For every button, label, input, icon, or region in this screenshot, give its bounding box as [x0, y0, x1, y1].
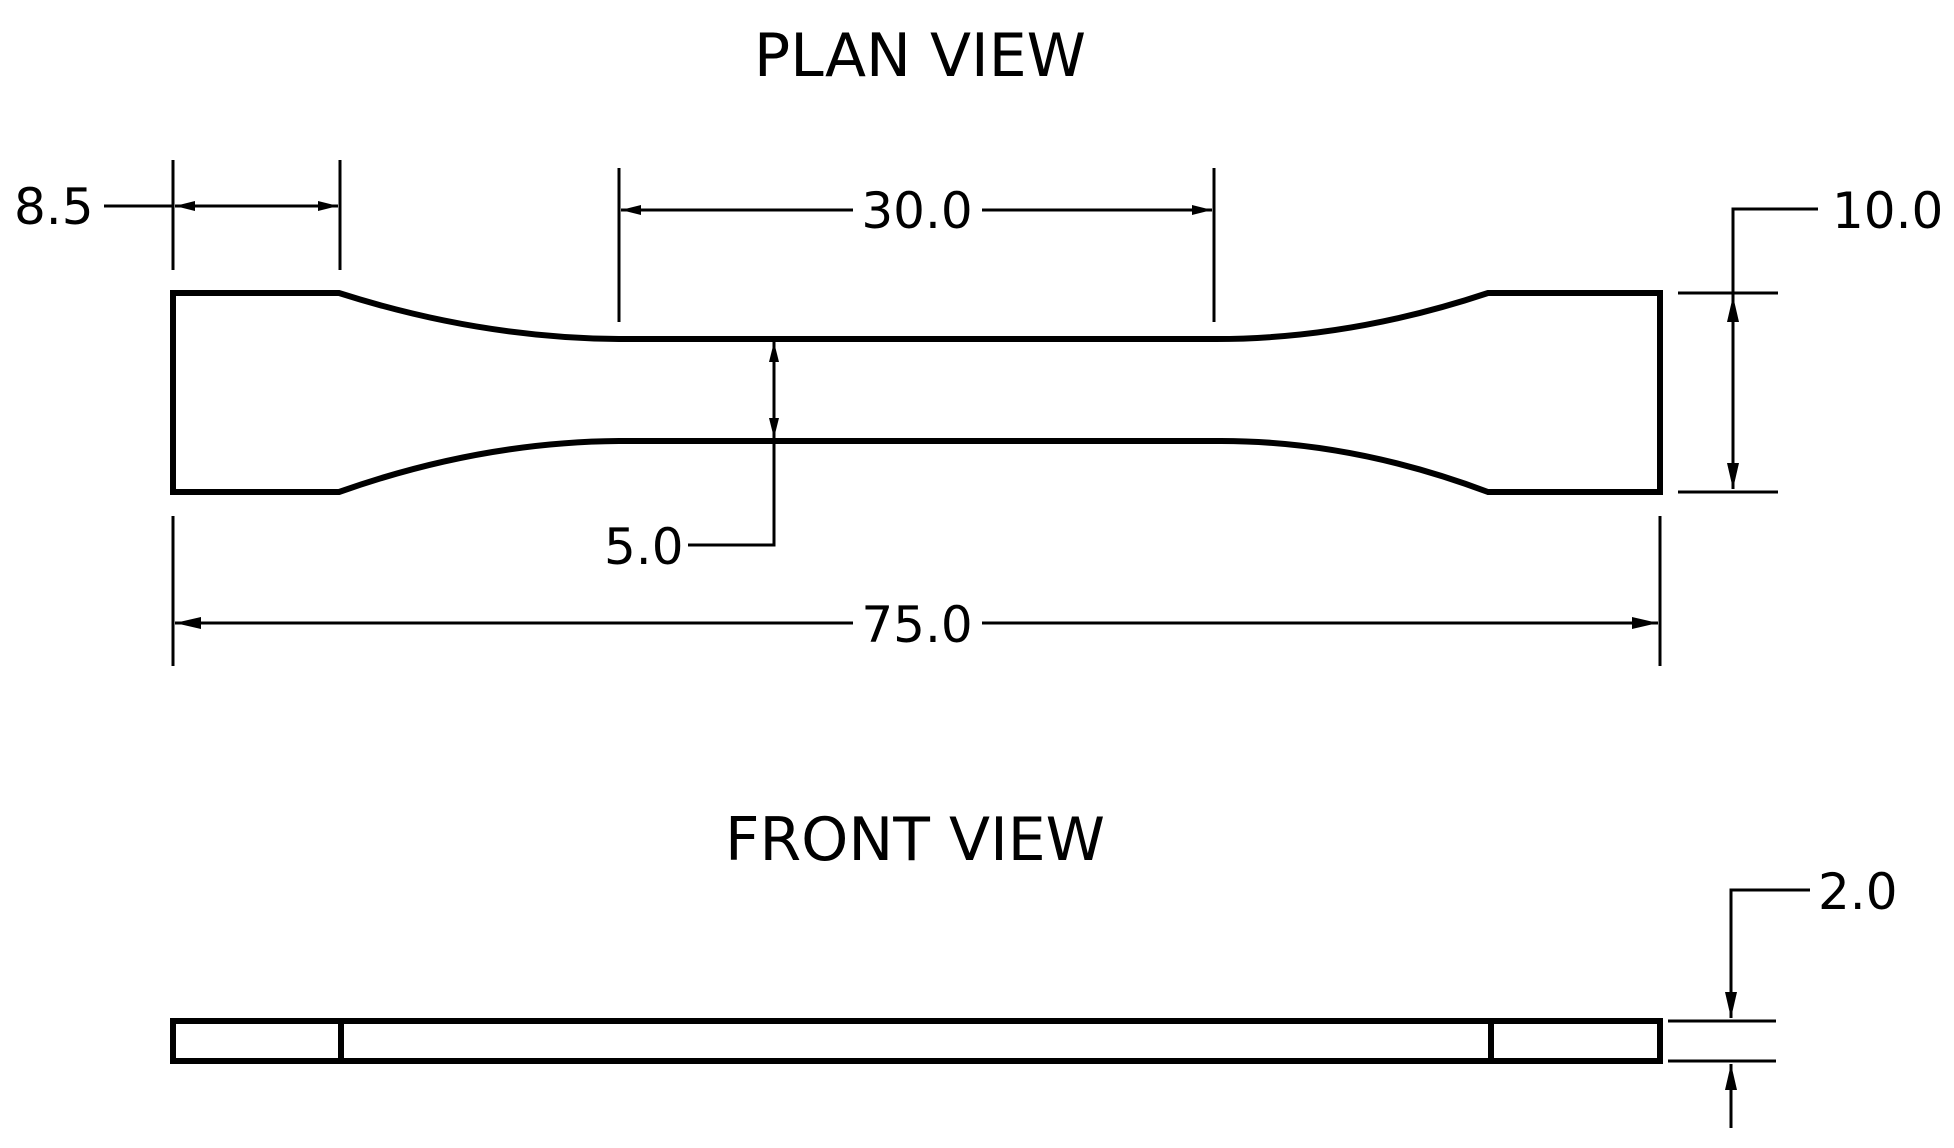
plan-view-title: PLAN VIEW	[754, 21, 1086, 91]
overall-length-label: 75.0	[861, 596, 972, 654]
width-leader-line	[1731, 207, 1818, 296]
front-view-title: FRONT VIEW	[725, 805, 1105, 875]
grip-length-label: 8.5	[14, 178, 94, 236]
thickness-label: 2.0	[1818, 863, 1898, 921]
gauge-width-label: 5.0	[604, 518, 684, 576]
specimen-plan-outline	[170, 290, 1663, 495]
gauge-length-label: 30.0	[861, 182, 972, 240]
specimen-front-outline	[170, 1018, 1663, 1064]
thickness-leader-line-top	[1725, 888, 1810, 1018]
gauge-width-leader-line	[688, 438, 776, 547]
overall-width-label: 10.0	[1832, 182, 1943, 240]
